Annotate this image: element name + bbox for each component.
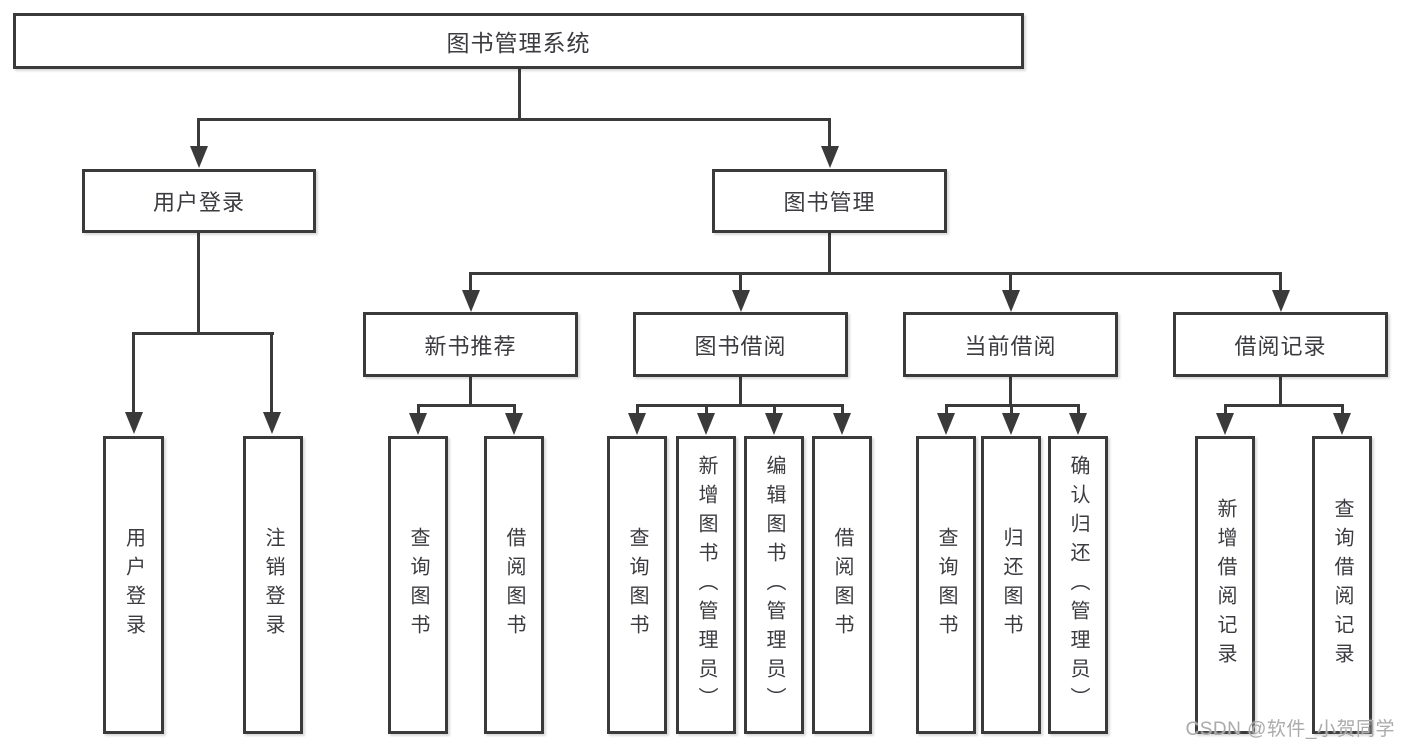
arrowhead-down-icon <box>697 413 715 435</box>
arrowhead-down-icon <box>1216 413 1234 435</box>
connector-line <box>469 272 1282 275</box>
connector-line <box>469 272 472 292</box>
connector-line <box>1010 404 1013 415</box>
connector-line <box>636 404 639 415</box>
connector-line <box>636 404 844 407</box>
leaf-add-borrow-record: 新增借阅记录 <box>1195 436 1255 734</box>
arrowhead-down-icon <box>462 290 480 312</box>
arrowhead-down-icon <box>1333 413 1351 435</box>
leaf-confirm-return-admin: 确认归还（管理员） <box>1048 436 1108 734</box>
leaf-logout: 注销登录 <box>243 436 303 734</box>
connector-line <box>945 404 948 415</box>
node-book-borrow: 图书借阅 <box>633 312 848 377</box>
connector-line <box>270 332 273 414</box>
node-new-book-recommend: 新书推荐 <box>363 312 578 377</box>
leaf-return-book: 归还图书 <box>981 436 1041 734</box>
leaf-borrow-book: 借阅图书 <box>812 436 872 734</box>
connector-line <box>739 272 742 292</box>
leaf-borrow-book-recommend: 借阅图书 <box>484 436 544 734</box>
connector-line <box>132 332 135 414</box>
arrowhead-down-icon <box>732 290 750 312</box>
node-borrow-records: 借阅记录 <box>1173 312 1388 377</box>
connector-line <box>1224 404 1227 415</box>
connector-line <box>197 118 831 121</box>
node-book-management: 图书管理 <box>712 169 947 233</box>
arrowhead-down-icon <box>1002 290 1020 312</box>
leaf-add-book-admin: 新增图书（管理员） <box>676 436 736 734</box>
arrowhead-down-icon <box>937 413 955 435</box>
node-root: 图书管理系统 <box>13 13 1024 69</box>
arrowhead-down-icon <box>765 413 783 435</box>
node-user-login: 用户登录 <box>82 169 316 233</box>
connector-line <box>705 404 708 415</box>
connector-line <box>417 404 516 407</box>
leaf-user-login: 用户登录 <box>103 436 164 734</box>
connector-line <box>469 376 472 407</box>
leaf-query-book-current: 查询图书 <box>916 436 976 734</box>
arrowhead-down-icon <box>263 412 281 434</box>
connector-line <box>513 404 516 415</box>
connector-line <box>773 404 776 415</box>
arrowhead-down-icon <box>628 413 646 435</box>
node-current-borrow: 当前借阅 <box>903 312 1118 377</box>
arrowhead-down-icon <box>821 146 839 168</box>
connector-line <box>132 332 274 335</box>
arrowhead-down-icon <box>1272 290 1290 312</box>
connector-line <box>841 404 844 415</box>
watermark: CSDN @软件_小贺同学 <box>1185 719 1395 740</box>
leaf-query-book-recommend: 查询图书 <box>388 436 448 734</box>
connector-line <box>1224 404 1344 407</box>
connector-line <box>1279 376 1282 407</box>
connector-line <box>1279 272 1282 292</box>
connector-line <box>828 232 831 275</box>
connector-line <box>1009 376 1012 407</box>
arrowhead-down-icon <box>833 413 851 435</box>
connector-line <box>828 118 831 150</box>
connector-line <box>1341 404 1344 415</box>
arrowhead-down-icon <box>409 413 427 435</box>
arrowhead-down-icon <box>1069 413 1087 435</box>
connector-line <box>739 376 742 407</box>
leaf-query-book-borrow: 查询图书 <box>607 436 667 734</box>
connector-line <box>197 232 200 335</box>
connector-line <box>1009 272 1012 292</box>
arrowhead-down-icon <box>1002 413 1020 435</box>
arrowhead-down-icon <box>125 412 143 434</box>
connector-line <box>518 67 521 120</box>
leaf-query-borrow-record: 查询借阅记录 <box>1312 436 1372 734</box>
connector-line <box>417 404 420 415</box>
arrowhead-down-icon <box>505 413 523 435</box>
connector-line <box>1077 404 1080 415</box>
connector-line <box>197 118 200 150</box>
arrowhead-down-icon <box>190 146 208 168</box>
leaf-edit-book-admin: 编辑图书（管理员） <box>744 436 804 734</box>
